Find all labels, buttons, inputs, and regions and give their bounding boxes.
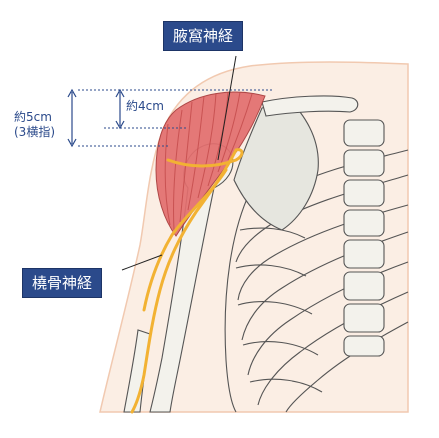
radial-nerve-label: 橈骨神経 [22,268,103,298]
axillary-leader [217,55,237,161]
axillary-nerve-path [166,148,244,168]
dimension-5cm-line1: 約5cm [14,110,52,124]
dimension-4cm-label: 約4cm [126,99,164,113]
spine [343,119,385,357]
dimension-5cm-label: 約5cm (3横指) [14,110,55,140]
dimension-guides [67,88,272,148]
dimension-5cm-line2: (3横指) [14,125,55,139]
clavicle [261,95,359,117]
deltoid-muscle [155,91,266,237]
nerve-branch [142,168,228,312]
nerves [130,148,244,414]
axillary-nerve-label: 腋窩神経 [163,21,244,51]
radial-leader [121,254,163,271]
